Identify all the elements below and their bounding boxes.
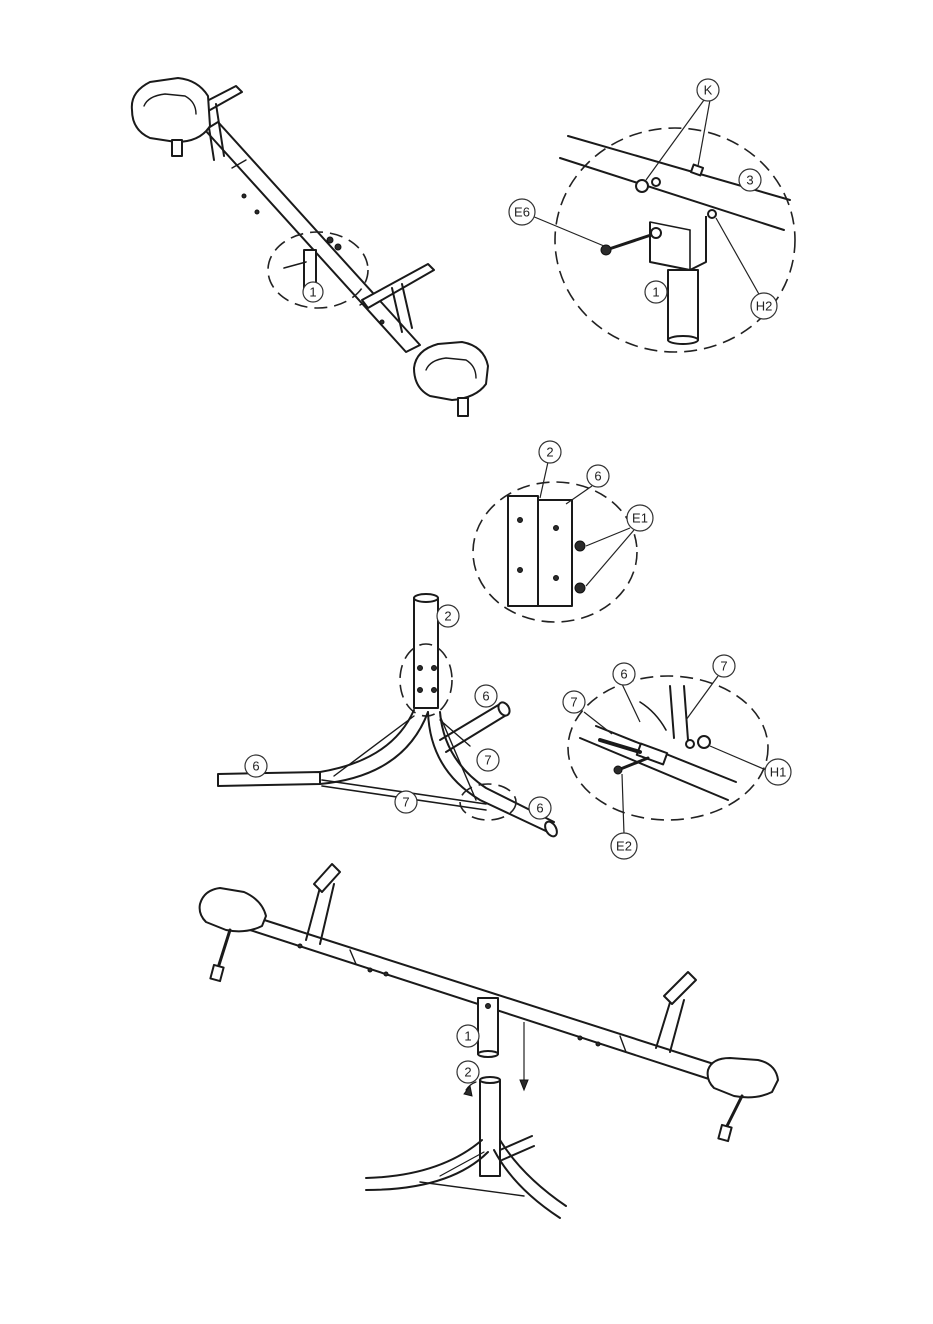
callout-part-6-upright: 6 bbox=[594, 469, 601, 484]
callout-part-e6: E6 bbox=[514, 205, 530, 220]
callout-part-7-joint-left: 7 bbox=[570, 695, 577, 710]
callout-part-7-joint-right: 7 bbox=[720, 659, 727, 674]
callout-part-1-detail: 1 bbox=[652, 285, 659, 300]
upright-tube-detail: 2 6 E1 bbox=[473, 441, 653, 622]
pivot-bracket-detail: K 3 E6 1 H2 bbox=[509, 79, 795, 352]
callout-part-k: K bbox=[704, 83, 713, 98]
callout-part-h2: H2 bbox=[756, 299, 773, 314]
callout-part-6-upper-leg: 6 bbox=[482, 689, 489, 704]
beam-overview: 1 bbox=[132, 78, 488, 416]
callout-part-7-lower-brace: 7 bbox=[402, 795, 409, 810]
callout-part-6-left-leg: 6 bbox=[252, 759, 259, 774]
callout-part-2-final: 2 bbox=[464, 1065, 471, 1080]
callout-part-7-brace: 7 bbox=[484, 753, 491, 768]
callout-part-6-lower-leg: 6 bbox=[536, 801, 543, 816]
callout-part-6-joint: 6 bbox=[620, 667, 627, 682]
callout-part-2-detail: 2 bbox=[546, 445, 553, 460]
callout-part-1-final: 1 bbox=[464, 1029, 471, 1044]
callout-part-1: 1 bbox=[309, 285, 316, 300]
callout-part-e1: E1 bbox=[632, 511, 648, 526]
callout-part-3: 3 bbox=[746, 173, 753, 188]
callout-part-h1: H1 bbox=[770, 765, 787, 780]
callout-part-e2: E2 bbox=[616, 839, 632, 854]
final-assembly: 1 2 bbox=[200, 864, 778, 1218]
callout-part-2-base: 2 bbox=[444, 609, 451, 624]
base-stand-assembly: 2 6 7 6 7 6 bbox=[218, 594, 559, 838]
leg-joint-detail: 6 7 7 H1 E2 bbox=[563, 655, 791, 859]
